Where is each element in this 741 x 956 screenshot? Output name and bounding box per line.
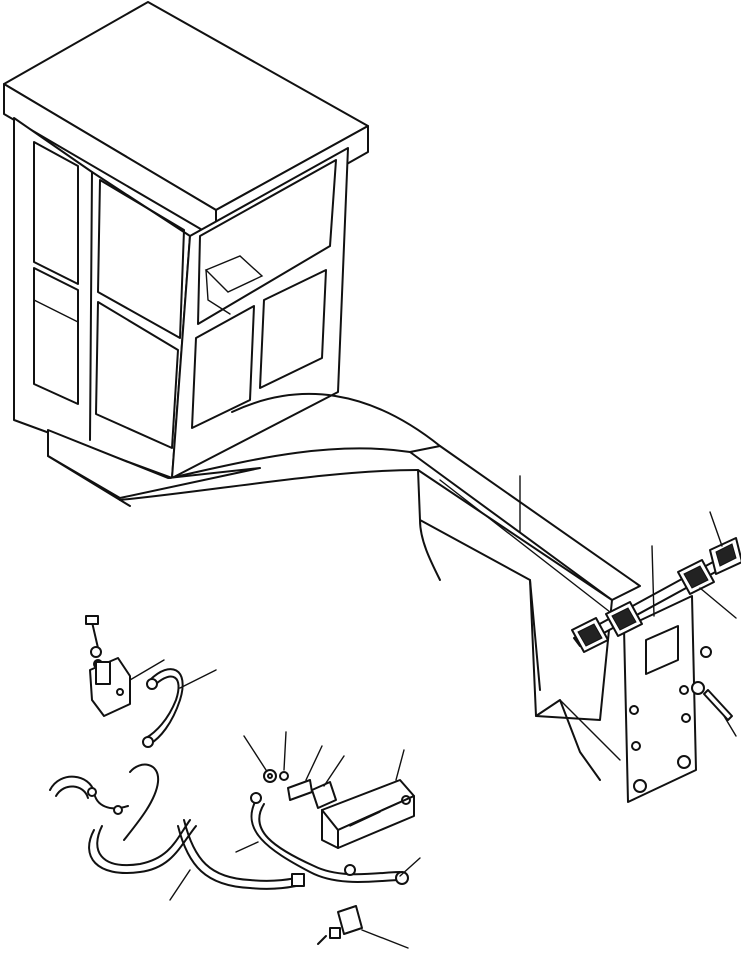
operator-cab <box>3 1 369 507</box>
leader-lines <box>129 475 737 949</box>
washer <box>279 771 289 781</box>
wiring-harness <box>49 763 305 890</box>
junction-box <box>321 779 415 849</box>
boom <box>119 392 641 781</box>
relay-block <box>311 781 337 809</box>
work-lamp <box>677 537 741 595</box>
nut <box>263 769 277 783</box>
work-lamp <box>571 601 643 653</box>
cable <box>250 792 409 885</box>
toggle-switch <box>317 905 363 945</box>
mounting-plate <box>623 595 697 803</box>
relay-valve-assembly <box>85 615 131 717</box>
cable <box>142 668 184 748</box>
bracket <box>287 779 313 801</box>
bolt <box>691 646 733 721</box>
